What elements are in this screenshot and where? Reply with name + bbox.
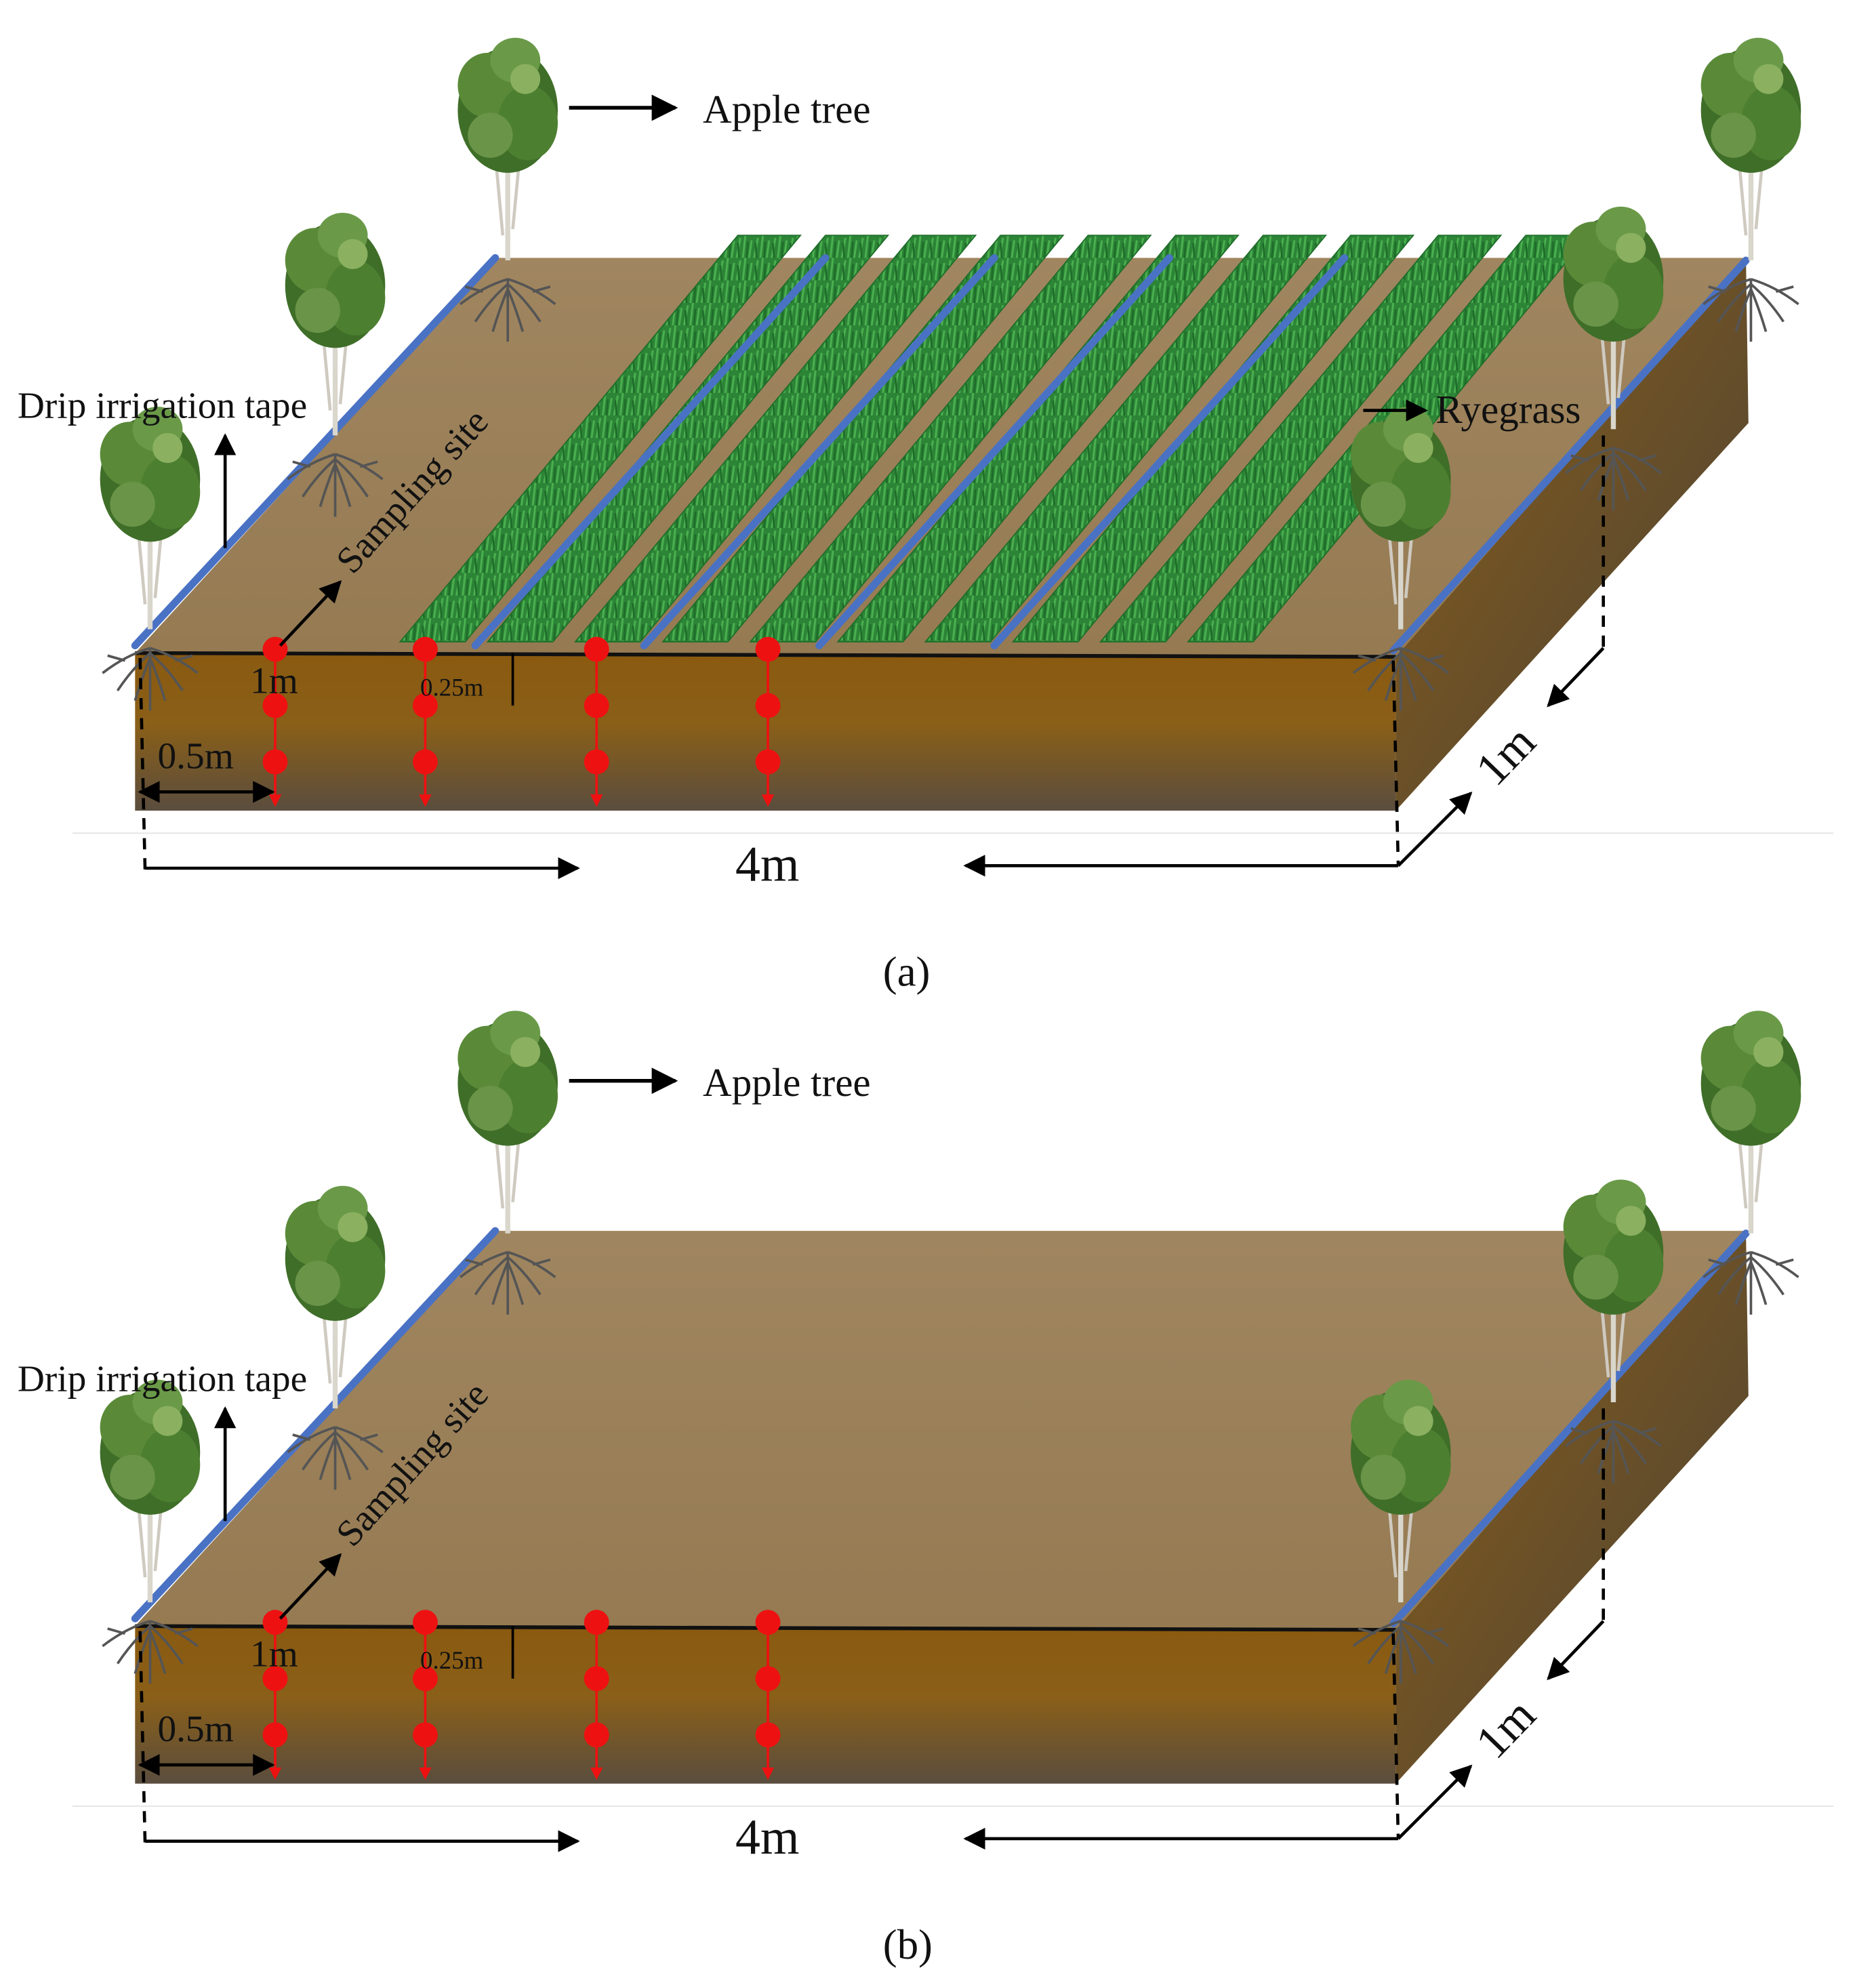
ryegrass-strip-icon: [1099, 234, 1503, 642]
sampling-point-icon: [262, 1722, 288, 1748]
label-drip-irrigation-tape: Drip irrigation tape: [18, 385, 307, 426]
dimension-guide: [1391, 1633, 1400, 1839]
label-plot-width: 1m: [1466, 1689, 1546, 1769]
dimension-guide: [138, 657, 147, 871]
ryegrass-strip-icon: [486, 234, 890, 642]
sampling-point-icon: [755, 1666, 781, 1692]
drip-tape-right: [1389, 1229, 1750, 1628]
apple-tree-icon: [1701, 1011, 1801, 1233]
ryegrass-strip-icon: [924, 234, 1328, 642]
ryegrass-strip-icon: [399, 234, 802, 642]
label-plot-width: 1m: [1466, 716, 1546, 796]
ryegrass-strip-icon: [749, 234, 1152, 642]
label-edge-offset: 0.5m: [158, 735, 234, 776]
arrow-icon: [279, 1553, 342, 1620]
sampling-point-icon: [755, 1610, 781, 1635]
sampling-point-icon: [584, 1666, 609, 1692]
label-drip-irrigation-tape: Drip irrigation tape: [18, 1358, 307, 1399]
soil-side-face: [1395, 1231, 1749, 1784]
soil-front-face: [135, 653, 1396, 811]
sampling-points: [262, 1610, 781, 1780]
sampling-point-icon: [755, 749, 781, 775]
drip-tape: [990, 253, 1349, 650]
label-edge-offset: 0.5m: [158, 1708, 234, 1749]
drip-tape-right: [1389, 256, 1750, 655]
label-sample-spacing: 0.25m: [420, 1646, 484, 1674]
sampling-point-icon: [262, 749, 288, 775]
sampling-point-icon: [755, 636, 781, 662]
drip-tape: [471, 253, 830, 650]
arrow-icon: [1397, 1764, 1473, 1840]
arrow-icon: [1547, 1620, 1605, 1681]
sampling-point-icon: [262, 693, 288, 718]
label-sample-spacing: 0.25m: [420, 673, 484, 701]
drip-tape-left: [131, 253, 499, 650]
sampling-point-icon: [584, 693, 609, 718]
sampling-point-icon: [412, 693, 438, 718]
sampling-point-icon: [584, 1610, 609, 1635]
soil-front-face: [135, 1626, 1396, 1784]
apple-tree-icon: [457, 38, 558, 260]
sampling-point-icon: [412, 1610, 438, 1635]
sampling-point-icon: [584, 749, 609, 775]
ryegrass-strip-icon: [573, 234, 977, 642]
arrow-icon: [1397, 791, 1473, 867]
apple-tree-icon: [1701, 38, 1801, 260]
sampling-point-icon: [262, 1666, 288, 1692]
dimension-guide: [138, 1631, 147, 1844]
sampling-point-icon: [412, 749, 438, 775]
label-depth-interval: 1m: [250, 1633, 298, 1674]
sampling-point-icon: [755, 1722, 781, 1748]
label-plot-length: 4m: [735, 1809, 799, 1864]
panel-label: (a): [883, 947, 931, 995]
dimension-guide: [1391, 660, 1400, 866]
label-ryegrass: Ryegrass: [1435, 387, 1581, 432]
arrow-icon: [1547, 647, 1605, 708]
drip-tape: [815, 253, 1173, 650]
sampling-points: [262, 636, 781, 807]
label-depth-interval: 1m: [250, 660, 298, 701]
label-apple-tree: Apple tree: [703, 87, 871, 131]
sampling-point-icon: [584, 636, 609, 662]
soil-side-face: [1395, 258, 1749, 811]
sampling-point-icon: [412, 1722, 438, 1748]
drip-tape-left: [131, 1227, 499, 1623]
soil-top-surface: [135, 1231, 1747, 1630]
sampling-point-icon: [755, 693, 781, 718]
panel-label: (b): [883, 1921, 933, 1968]
label-apple-tree: Apple tree: [703, 1060, 871, 1105]
sampling-point-icon: [412, 1666, 438, 1692]
apple-tree-icon: [457, 1011, 558, 1233]
label-plot-length: 4m: [735, 836, 799, 891]
arrow-icon: [279, 580, 342, 647]
sampling-point-icon: [584, 1722, 609, 1748]
drip-tape: [640, 253, 998, 650]
sampling-point-icon: [412, 636, 438, 662]
